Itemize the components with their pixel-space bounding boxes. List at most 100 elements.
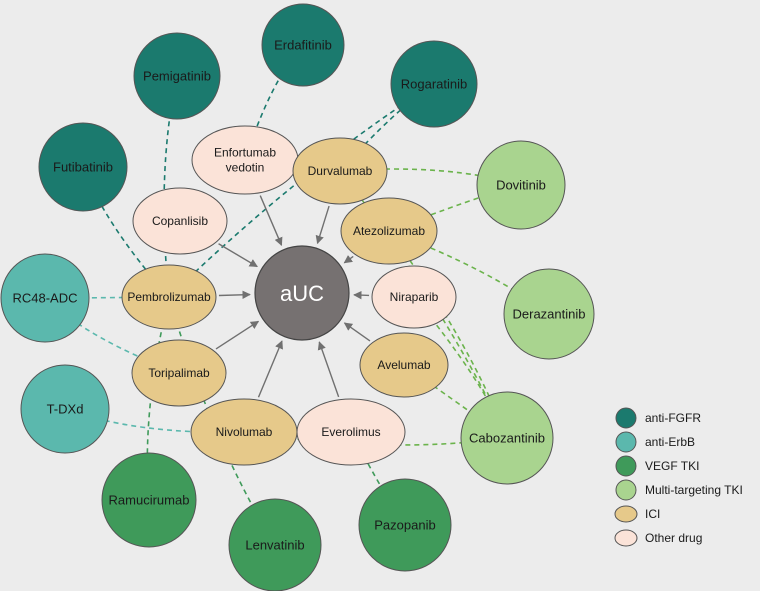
legend-label-vegf_tki: VEGF TKI [645, 459, 699, 473]
node-everolimus-ellipse [296, 398, 406, 466]
node-toripalimab-ellipse [131, 339, 227, 407]
legend-label-ici: ICI [645, 507, 660, 521]
node-avelumab-ellipse [359, 332, 449, 398]
node-derazantinib-circle [503, 268, 595, 360]
node-durvalumab: Durvalumab [292, 137, 388, 205]
node-tdxd: T-DXd [20, 364, 110, 454]
arrow-pembrolizumab-to-auc [218, 290, 251, 299]
legend-label-anti_fgfr: anti-FGFR [645, 411, 701, 425]
node-pembrolizumab-label: Pembrolizumab [127, 290, 211, 304]
node-dovitinib: Dovitinib [476, 140, 566, 230]
legend-swatch-ici [614, 505, 638, 523]
arrow-everolimus-to-auc [317, 341, 340, 398]
node-auc-label: aUC [280, 281, 324, 306]
drug-nodes: ErdafitinibPemigatinibRogaratinibFutibat… [0, 3, 595, 591]
node-futibatinib: Futibatinib [38, 122, 128, 212]
arrow-durvalumab-to-auc [315, 205, 330, 245]
node-pazopanib: Pazopanib [358, 478, 452, 572]
node-erdafitinib: Erdafitinib [261, 3, 345, 87]
node-copanlisib-label: Copanlisib [152, 214, 208, 228]
legend-item-anti_fgfr: anti-FGFR [615, 407, 701, 429]
node-atezolizumab: Atezolizumab [340, 197, 438, 265]
node-dovitinib-circle [476, 140, 566, 230]
node-durvalumab-label: Durvalumab [308, 164, 373, 178]
node-ramucirumab-label: Ramucirumab [109, 493, 190, 508]
node-atezolizumab-label: Atezolizumab [353, 224, 425, 238]
node-erdafitinib-label: Erdafitinib [274, 38, 332, 53]
arrow-toripalimab-to-auc [215, 320, 260, 350]
node-dovitinib-label: Dovitinib [496, 178, 546, 193]
node-enfortumab-label: vedotin [226, 161, 265, 175]
node-nivolumab-label: Nivolumab [216, 425, 273, 439]
node-derazantinib-label: Derazantinib [513, 307, 586, 322]
node-lenvatinib-label: Lenvatinib [245, 538, 304, 553]
node-niraparib-label: Niraparib [390, 290, 439, 304]
legend-item-multi_tki: Multi-targeting TKI [615, 479, 743, 501]
node-pemigatinib-circle [133, 32, 221, 120]
legend-label-other: Other drug [645, 531, 702, 545]
node-everolimus-label: Everolimus [321, 425, 380, 439]
node-pembrolizumab: Pembrolizumab [121, 264, 217, 330]
edge-atezolizumab-cabozantinib [388, 230, 508, 439]
node-durvalumab-ellipse [292, 137, 388, 205]
legend-swatch-vegf_tki [615, 455, 637, 477]
node-rc48-label: RC48-ADC [12, 291, 77, 306]
node-rogaratinib-label: Rogaratinib [401, 77, 468, 92]
node-atezolizumab-ellipse [340, 197, 438, 265]
legend-item-anti_erbb: anti-ErbB [615, 431, 695, 453]
node-pemigatinib: Pemigatinib [133, 32, 221, 120]
legend-swatch-anti_erbb [615, 431, 637, 453]
node-nivolumab: Nivolumab [190, 398, 298, 466]
node-ramucirumab-circle [101, 452, 197, 548]
node-avelumab: Avelumab [359, 332, 449, 398]
node-cabozantinib-label: Cabozantinib [469, 431, 545, 446]
center-arrows [215, 195, 371, 398]
node-tdxd-label: T-DXd [47, 402, 84, 417]
arrow-atezolizumab-to-auc [343, 255, 354, 264]
node-toripalimab: Toripalimab [131, 339, 227, 407]
legend-swatch-multi_tki [615, 479, 637, 501]
node-everolimus: Everolimus [296, 398, 406, 466]
node-toripalimab-label: Toripalimab [148, 366, 210, 380]
node-cabozantinib-circle [460, 391, 554, 485]
legend: anti-FGFR anti-ErbB VEGF TKI Multi-targetin… [614, 407, 743, 547]
node-niraparib: Niraparib [371, 265, 457, 329]
node-pemigatinib-label: Pemigatinib [143, 69, 211, 84]
arrow-enfortumab-to-auc [259, 195, 283, 246]
legend-item-ici: ICI [614, 505, 660, 523]
legend-swatch-anti_fgfr [615, 407, 637, 429]
node-tdxd-circle [20, 364, 110, 454]
node-auc: aUC [254, 245, 350, 341]
node-derazantinib: Derazantinib [503, 268, 595, 360]
node-avelumab-label: Avelumab [377, 358, 430, 372]
node-ramucirumab: Ramucirumab [101, 452, 197, 548]
node-pembrolizumab-ellipse [121, 264, 217, 330]
legend-item-other: Other drug [614, 529, 702, 547]
node-rc48-circle [0, 253, 90, 343]
legend-label-anti_erbb: anti-ErbB [645, 435, 695, 449]
node-erdafitinib-circle [261, 3, 345, 87]
legend-label-multi_tki: Multi-targeting TKI [645, 483, 743, 497]
node-pazopanib-circle [358, 478, 452, 572]
node-futibatinib-circle [38, 122, 128, 212]
node-pazopanib-label: Pazopanib [374, 518, 435, 533]
legend-item-vegf_tki: VEGF TKI [615, 455, 699, 477]
arrow-avelumab-to-auc [343, 322, 371, 342]
node-lenvatinib: Lenvatinib [228, 498, 322, 591]
edge-pembrolizumab-rc48 [44, 296, 170, 299]
node-rogaratinib-circle [390, 40, 478, 128]
node-auc-circle [254, 245, 350, 341]
node-lenvatinib-circle [228, 498, 322, 591]
node-enfortumab-label: Enfortumab [214, 146, 276, 160]
legend-swatch-other [614, 529, 638, 547]
arrow-nivolumab-to-auc [257, 340, 283, 398]
node-niraparib-ellipse [371, 265, 457, 329]
node-cabozantinib: Cabozantinib [460, 391, 554, 485]
node-rc48: RC48-ADC [0, 253, 90, 343]
arrow-copanlisib-to-auc [218, 243, 258, 268]
node-copanlisib: Copanlisib [132, 187, 228, 255]
node-copanlisib-ellipse [132, 187, 228, 255]
